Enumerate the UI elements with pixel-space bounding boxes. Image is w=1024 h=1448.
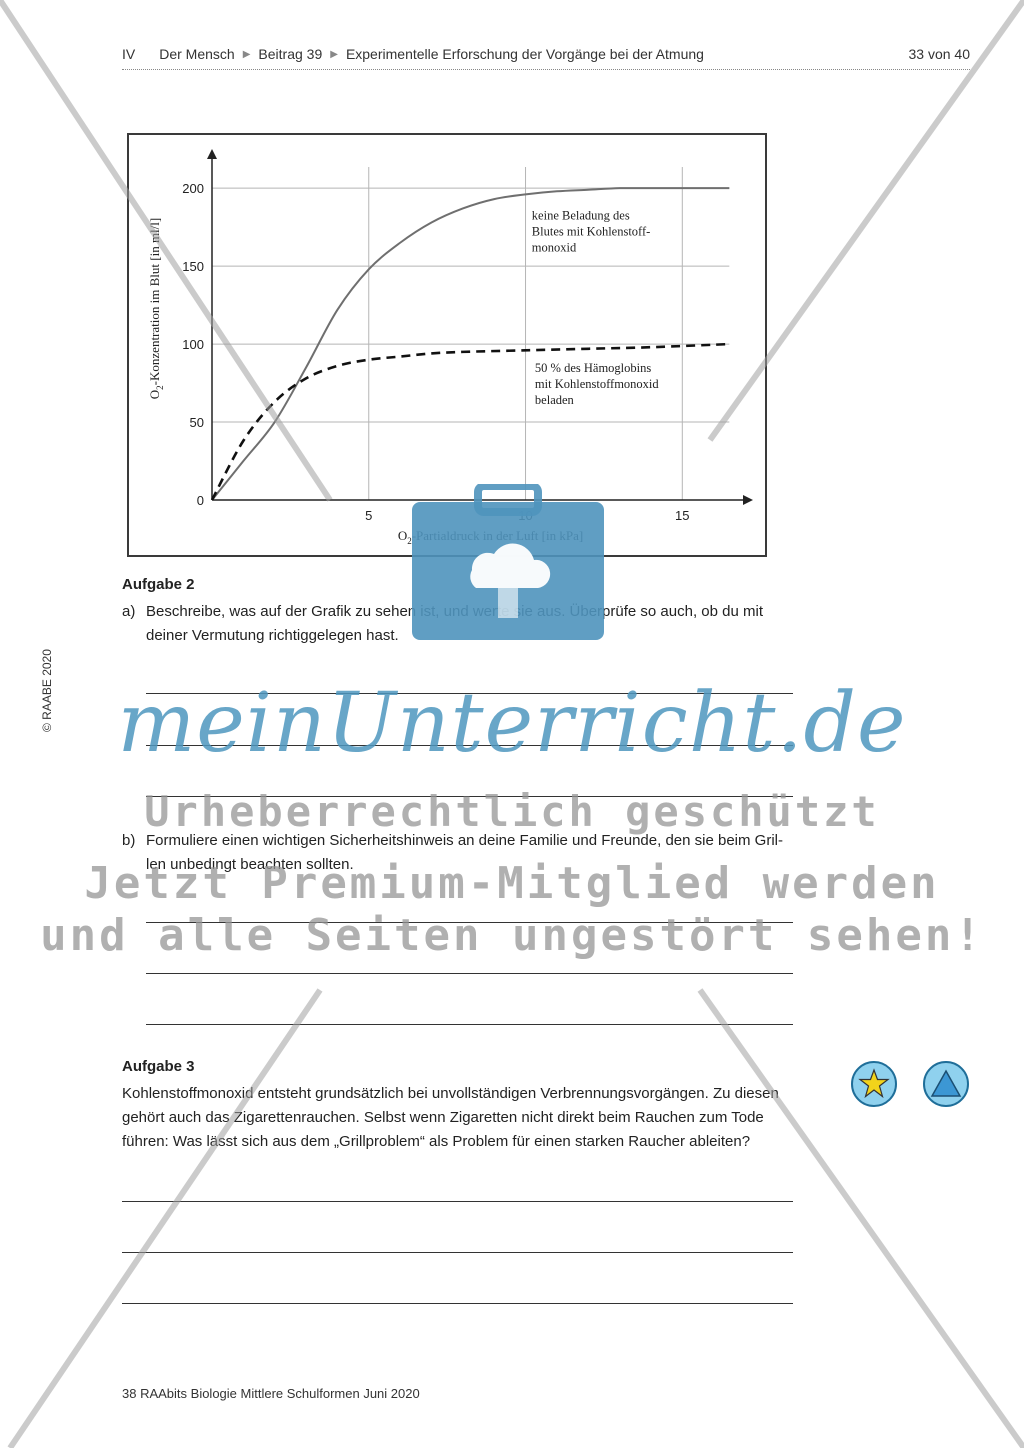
y-tick-label: 0 (197, 493, 204, 508)
page-header: IV Der Mensch ▶ Beitrag 39 ▶ Experimente… (122, 46, 704, 62)
y-tick-label: 100 (182, 337, 204, 352)
y-axis-arrow-icon (207, 149, 217, 159)
triangle-right-icon: ▶ (330, 48, 338, 60)
task-2b: b) Formuliere einen wichtigen Sicherheit… (122, 829, 802, 877)
chart-grid (212, 167, 730, 500)
task-3-text: Kohlenstoffmonoxid entsteht grundsätzlic… (122, 1082, 812, 1154)
series-label-line: 50 % des Hämoglobins (535, 361, 651, 375)
task-2-title: Aufgabe 2 (122, 576, 195, 593)
answer-line[interactable] (146, 1024, 793, 1025)
task-2b-line-2: len unbedingt beachten sollten. (146, 856, 354, 873)
star-icon (858, 1068, 890, 1099)
header-divider (122, 69, 970, 70)
series-label-line: monoxid (532, 240, 577, 254)
header-topic: Der Mensch (159, 46, 235, 62)
answer-line[interactable] (146, 796, 793, 797)
header-title: Experimentelle Erforschung der Vorgänge … (345, 46, 704, 62)
task-2b-line-1: Formuliere einen wichtigen Sicherheitshi… (146, 832, 783, 849)
series-label-line: Blutes mit Kohlenstoff- (532, 224, 651, 238)
triangle-badge (923, 1061, 969, 1107)
star-badge (851, 1061, 897, 1107)
series-label-line: mit Kohlenstoffmonoxid (535, 377, 659, 391)
answer-line[interactable] (122, 1252, 793, 1253)
page-footer: 38 RAAbits Biologie Mittlere Schulformen… (122, 1386, 420, 1401)
y-axis-label: O2-Konzentration im Blut [in ml/l] (147, 218, 165, 399)
task-3-line-2: gehört auch das Zigarettenrauchen. Selbs… (122, 1109, 764, 1126)
x-axis-arrow-icon (743, 495, 753, 505)
answer-line[interactable] (146, 973, 793, 974)
task-3-line-1: Kohlenstoffmonoxid entsteht grundsätzlic… (122, 1085, 779, 1102)
x-tick-label: 5 (365, 508, 372, 523)
watermark-line-2: Jetzt Premium-Mitglied werden (84, 858, 940, 909)
series-label-line: beladen (535, 393, 575, 407)
answer-line[interactable] (146, 693, 793, 694)
task-3-line-3: führen: Was lässt sich aus dem „Grillpro… (122, 1133, 751, 1150)
y-tick-label: 150 (182, 259, 204, 274)
watermark-line-1: Urheberrechtlich geschützt (144, 787, 880, 836)
briefcase-icon (412, 484, 604, 640)
watermark-logo-text: meinUnterricht.de (117, 676, 907, 771)
series-line-50pct-co (210, 342, 730, 501)
watermark-line-3: und alle Seiten ungestört sehen! (40, 910, 984, 961)
header-section: IV (122, 46, 136, 62)
y-tick-label: 200 (182, 181, 204, 196)
answer-line[interactable] (146, 922, 793, 923)
answer-line[interactable] (122, 1201, 793, 1202)
task-3-title: Aufgabe 3 (122, 1058, 195, 1075)
header-article: Beitrag 39 (258, 46, 323, 62)
triangle-icon (930, 1069, 962, 1097)
answer-line[interactable] (146, 745, 793, 746)
task-2b-label: b) (122, 832, 136, 849)
series-label-line: keine Beladung des (532, 208, 630, 222)
task-2a-label: a) (122, 603, 136, 620)
task-2a-line-2: deiner Vermutung richtiggelegen hast. (146, 627, 399, 644)
y-tick-label: 50 (190, 415, 204, 430)
answer-line[interactable] (122, 1303, 793, 1304)
triangle-right-icon: ▶ (242, 48, 251, 60)
x-tick-label: 15 (675, 508, 689, 523)
page-number: 33 von 40 (908, 46, 971, 62)
